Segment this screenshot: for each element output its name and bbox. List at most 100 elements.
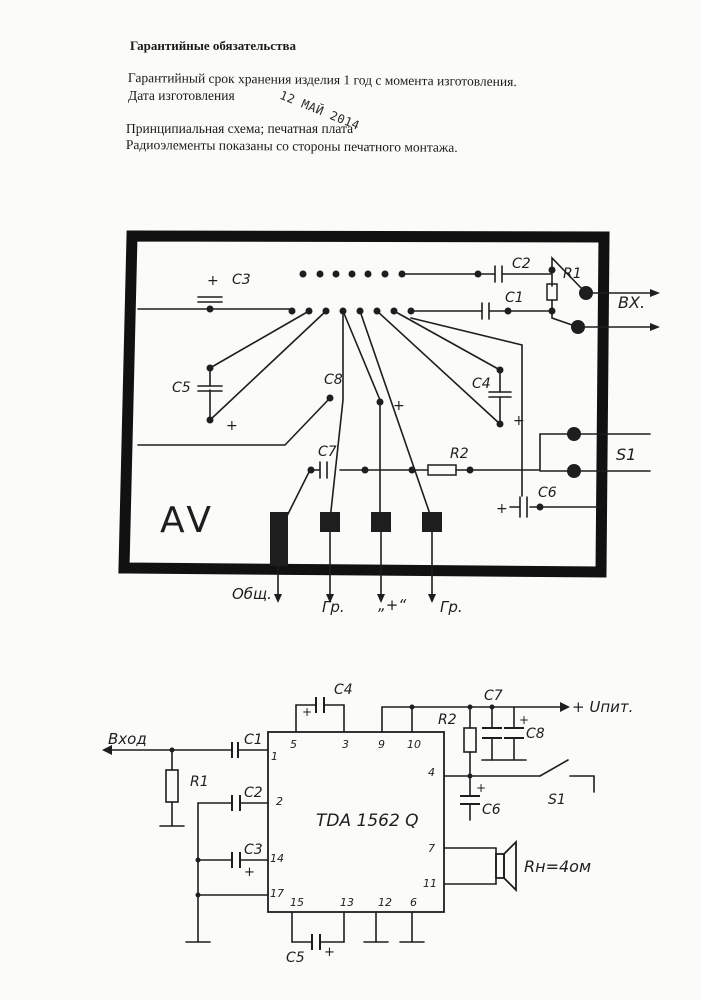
pcb-c1: [481, 302, 556, 320]
input-arrow-top: [650, 289, 660, 297]
pin-12: 12: [378, 896, 392, 909]
schematic-c6-label: C6: [482, 802, 501, 818]
terminal-label-supply: „+“: [378, 596, 406, 614]
pin-6: 6: [410, 896, 417, 909]
pcb-supply-pad: [371, 512, 391, 532]
pcb-c4-label: C4: [472, 376, 491, 392]
pin-10: 10: [407, 738, 421, 751]
pcb-c5-label: C5: [172, 380, 191, 396]
pcb-c6: [519, 496, 544, 518]
schematic-c2-label: C2: [244, 785, 263, 801]
schematic-input-arrow: [102, 745, 112, 755]
pcb-r2-label: R2: [450, 446, 469, 462]
schematic-c4-plus: +: [302, 705, 312, 719]
pcb-terminal-leads: [277, 531, 433, 599]
node-input: [169, 747, 175, 753]
pin-4: 4: [428, 766, 435, 779]
schematic-caption: Принципиальная схема; печатная плата: [126, 121, 354, 136]
pcb-c3: [197, 296, 223, 313]
schematic-wires: [111, 704, 595, 943]
schematic-input-label: Вход: [108, 730, 147, 748]
pin-7: 7: [428, 842, 435, 855]
arrow-supply: [377, 594, 385, 603]
schematic-supply-label: + Uпит.: [572, 698, 633, 716]
pcb-ic-pads: [288, 270, 415, 315]
schematic-c1-label: C1: [244, 732, 263, 748]
pcb-c8-label: C8: [324, 372, 343, 388]
pcb-c4: [488, 366, 512, 428]
schematic-c5-plus: +: [324, 945, 335, 960]
node-supply-1: [409, 704, 415, 710]
schematic-c3-plus: +: [244, 865, 255, 880]
pcb-ground-pad: [270, 512, 288, 566]
pcb-c3-plus: +: [207, 273, 219, 289]
pcb-c3-label: C3: [232, 272, 251, 288]
schematic-r2: [463, 727, 477, 753]
pcb-traces: [137, 256, 601, 521]
schematic-switch-label: S1: [548, 792, 566, 808]
schematic-capacitors: [231, 697, 524, 950]
document-heading: Гарантийные обязательства: [130, 38, 296, 53]
schematic-c7-label: C7: [484, 688, 503, 704]
pin-11: 11: [423, 877, 437, 890]
pin-9: 9: [378, 738, 385, 751]
schematic-c5-label: C5: [286, 950, 305, 966]
terminal-label-ground: Общ.: [232, 585, 272, 603]
pin-14: 14: [270, 852, 284, 865]
schematic-supply-arrow: [560, 702, 570, 712]
pin-15: 15: [290, 896, 304, 909]
pcb-r2: [427, 464, 457, 476]
pin-5: 5: [290, 738, 297, 751]
pcb-input-label: ВХ.: [618, 293, 645, 312]
pin-1: 1: [271, 750, 278, 763]
pcb-plus-pad: [376, 398, 384, 406]
schematic-c3-label: C3: [244, 842, 263, 858]
schematic-r1-label: R1: [190, 774, 209, 790]
pcb-c4-plus: +: [513, 413, 525, 429]
pcb-c7-label: C7: [318, 444, 337, 460]
node-pin4: [467, 773, 473, 779]
schematic-load-label: Rн=4ом: [524, 857, 591, 876]
node-c3: [195, 857, 201, 863]
schematic-r1: [165, 769, 179, 803]
schematic-ic-body: [267, 731, 445, 913]
schematic-r2-label: R2: [438, 712, 457, 728]
pcb-c6-label: C6: [538, 485, 557, 501]
node-pin17: [195, 892, 201, 898]
pcb-r1: [546, 283, 558, 301]
pin-2: 2: [276, 795, 283, 808]
pcb-speaker-pad-2: [422, 512, 442, 532]
schematic-c8-label: C8: [526, 726, 545, 742]
schematic-c8-plus: +: [519, 713, 529, 727]
pin-17: 17: [270, 887, 284, 900]
terminal-label-speaker-2: Гр.: [440, 598, 463, 616]
terminal-label-speaker-1: Гр.: [322, 598, 345, 616]
arrow-speaker-2: [428, 594, 436, 603]
node-supply-3: [489, 704, 495, 710]
schematic-pin-numbers: 1 2 14 17 5 3 9 10 4 7 11 15 13 12 6: [270, 738, 437, 909]
speaker-icon-body: [495, 853, 505, 879]
arrow-speaker-1: [326, 594, 334, 603]
input-arrow-bottom: [650, 323, 660, 331]
schematic-ic-name: TDA 1562 Q: [316, 811, 419, 831]
schematic-c6-plus: +: [476, 781, 486, 795]
date-label: Дата изготовления: [128, 88, 235, 103]
pin-3: 3: [342, 738, 349, 751]
node-supply-2: [467, 704, 473, 710]
pcb-s1-label: S1: [616, 445, 636, 464]
pcb-c5: [197, 364, 223, 424]
speaker-icon: [503, 839, 517, 893]
pcb-c2: [474, 265, 556, 283]
pcb-board-outline: [118, 230, 610, 578]
pcb-c6-plus: +: [496, 501, 508, 517]
pcb-logo: AV: [160, 500, 215, 541]
pcb-c1-label: C1: [505, 290, 524, 306]
pcb-plus-label: +: [393, 398, 405, 414]
pcb-speaker-pad-1: [320, 512, 340, 532]
arrow-ground: [274, 594, 282, 603]
pcb-c2-label: C2: [512, 256, 531, 272]
pcb-c5-plus: +: [226, 418, 238, 434]
pin-13: 13: [340, 896, 354, 909]
pcb-c8-pad: [326, 394, 334, 402]
